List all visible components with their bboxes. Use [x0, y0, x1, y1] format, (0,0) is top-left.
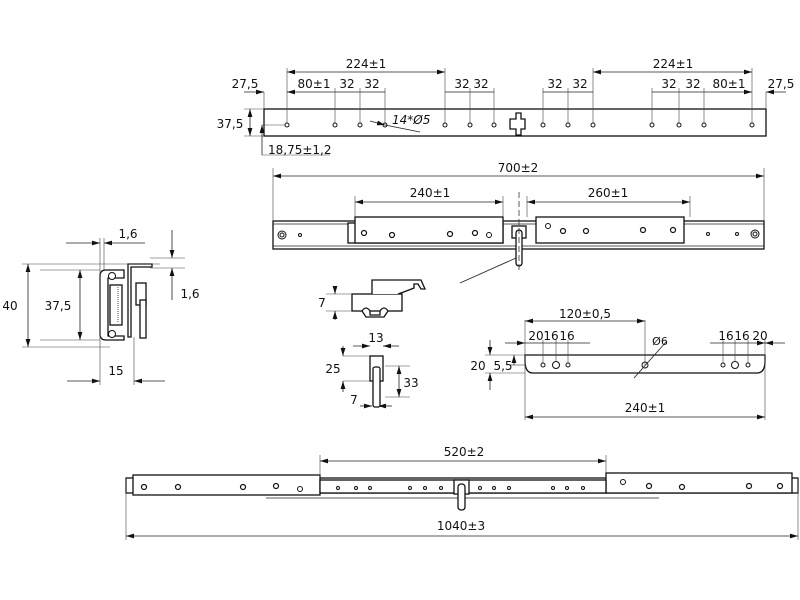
- dim-left-16b: 16: [559, 329, 574, 343]
- dim-left-240: 240±1: [410, 186, 451, 200]
- dim-height-37-5: 37,5: [217, 117, 244, 131]
- dim-bracket-height: 20: [470, 359, 485, 373]
- dim-overall-1040: 1040±3: [437, 519, 485, 533]
- right-mounting-bracket: [535, 216, 685, 244]
- dim-32-d: 32: [473, 77, 488, 91]
- dim-32-a: 32: [339, 77, 354, 91]
- holes-note: 14*Ø5: [392, 113, 430, 127]
- dim-height-25: 25: [325, 362, 340, 376]
- rail-profile: [99, 269, 125, 341]
- dim-left-16a: 16: [543, 329, 558, 343]
- dim-thickness-side: 1,6: [180, 287, 199, 301]
- dim-32-h: 32: [685, 77, 700, 91]
- top-view: 224±1 224±1 27,5 80±1 32 32 32 32 32 32 …: [217, 57, 795, 157]
- dim-pin-33: 33: [403, 376, 418, 390]
- dim-height-37-5: 37,5: [45, 299, 72, 313]
- dim-thickness-top: 1,6: [118, 227, 137, 241]
- cross-section: 1,6 1,6 40 37,5 15: [2, 227, 200, 385]
- dim-bracket-length: 240±1: [625, 401, 666, 415]
- dim-32-f: 32: [572, 77, 587, 91]
- dim-27-5-right: 27,5: [768, 77, 795, 91]
- dim-lever-7: 7: [318, 296, 326, 310]
- side-view-extended: 520±2 1040±3: [125, 445, 799, 540]
- dim-stroke-520: 520±2: [444, 445, 485, 459]
- dim-hole-offset: 5,5: [493, 359, 512, 373]
- dim-32-e: 32: [547, 77, 562, 91]
- dim-32-g: 32: [661, 77, 676, 91]
- dim-right-16b: 16: [734, 329, 749, 343]
- dim-32-b: 32: [364, 77, 379, 91]
- bracket-screws: [360, 223, 677, 239]
- right-extended-bracket: [605, 472, 793, 494]
- dim-height-40: 40: [2, 299, 17, 313]
- dim-right-260: 260±1: [588, 186, 629, 200]
- dim-27-5-left: 27,5: [232, 77, 259, 91]
- dim-80-right: 80±1: [713, 77, 746, 91]
- dim-overall-700: 700±2: [498, 161, 539, 175]
- left-extended-bracket: [132, 474, 321, 496]
- dim-right-20: 20: [752, 329, 767, 343]
- dim-224-left: 224±1: [346, 57, 387, 71]
- lock-cutout-icon: [509, 112, 526, 136]
- bracket-detail: 120±0,5 Ø6 20 16 16 16 16 20 20 5,5 240±…: [470, 307, 785, 420]
- dim-hole-height: 18,75±1,2: [268, 143, 332, 157]
- dim-width-13: 13: [368, 331, 383, 345]
- dim-32-c: 32: [454, 77, 469, 91]
- lock-lever-body: [351, 293, 403, 312]
- side-view-closed: 700±2 240±1 260±1: [272, 161, 765, 284]
- extended-holes: [140, 479, 784, 492]
- dim-pin-7: 7: [350, 393, 358, 407]
- dim-center-120: 120±0,5: [559, 307, 611, 321]
- lock-pin-detail: [372, 366, 381, 408]
- dim-80-left: 80±1: [298, 77, 331, 91]
- dim-width-15: 15: [108, 364, 123, 378]
- dim-224-right: 224±1: [653, 57, 694, 71]
- dim-hole-diameter: Ø6: [652, 335, 668, 348]
- dim-left-20: 20: [528, 329, 543, 343]
- dim-right-16a: 16: [718, 329, 733, 343]
- lock-detail: 7 13 25 33 7: [318, 279, 427, 409]
- lock-pin-extended: [457, 483, 466, 511]
- lock-lever: [371, 279, 427, 295]
